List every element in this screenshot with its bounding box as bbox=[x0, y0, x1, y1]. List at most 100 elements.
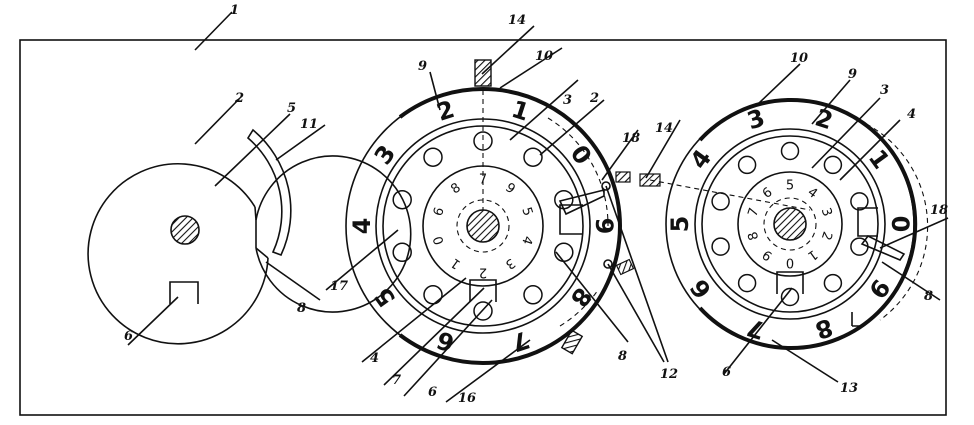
transfer-pin-upper bbox=[601, 181, 611, 191]
wheel-c-digit-ring-inner bbox=[694, 128, 886, 320]
disk-a-outer-rim bbox=[87, 162, 269, 345]
wheel-b-leaders: 9 10 14 3 2 18 17 4 7 6 16 8 bbox=[325, 13, 640, 406]
leader-3b bbox=[509, 79, 579, 141]
label-8b: 8 bbox=[618, 349, 627, 364]
wheel-c-outer-digit-7: 5 bbox=[666, 216, 694, 233]
wheel-b-key-notch bbox=[469, 279, 497, 302]
wheel-b-inner-digit-8: 8 bbox=[448, 180, 464, 197]
wheel-b-inner-digit-6: 0 bbox=[431, 234, 448, 247]
leader-17 bbox=[325, 229, 399, 291]
wheel-c-leaders: 10 9 3 4 18 8 13 6 bbox=[722, 51, 949, 396]
wheel-b-inner-digit-1: 5 bbox=[518, 206, 535, 219]
label-6b: 6 bbox=[428, 385, 437, 400]
disk-a-shaft bbox=[170, 215, 200, 245]
spring-strip-11 bbox=[246, 128, 292, 257]
leader-1 bbox=[194, 11, 233, 51]
transfer-block-upper bbox=[615, 171, 631, 183]
label-10c: 10 bbox=[790, 51, 808, 66]
transfer-pin-lower bbox=[603, 259, 613, 269]
label-1: 1 bbox=[230, 3, 239, 18]
transfer-linkage: 12 14 bbox=[601, 119, 811, 382]
wheel-c-slot-right bbox=[857, 207, 878, 237]
leader-18b bbox=[601, 129, 639, 181]
wheel-b-arc-dash bbox=[547, 117, 609, 227]
label-16: 16 bbox=[458, 391, 476, 406]
wheel-c-hub-dash bbox=[763, 197, 817, 251]
wheel-a-leaders: 2 5 11 6 8 bbox=[124, 91, 326, 346]
wheel-b-hole-5 bbox=[423, 285, 443, 305]
wheel-c-key-notch bbox=[776, 271, 804, 294]
wheel-c-inner-digit-2: 2 bbox=[818, 229, 835, 242]
leader-9b bbox=[429, 71, 441, 111]
leader-13 bbox=[771, 339, 839, 383]
leader-8a bbox=[265, 261, 321, 301]
wheel-b-inner-digit-3: 3 bbox=[502, 255, 518, 272]
label-10b: 10 bbox=[535, 49, 553, 64]
label-11: 11 bbox=[300, 117, 318, 132]
disk-a-slot-top bbox=[254, 206, 257, 221]
disk-a-inner-rim bbox=[255, 155, 412, 313]
wheel-c-inner-digit-3: 1 bbox=[805, 246, 821, 263]
label-9c: 9 bbox=[848, 67, 857, 82]
label-14c: 14 bbox=[655, 121, 673, 136]
wheel-b-inner-digit-2: 4 bbox=[518, 234, 535, 247]
label-2a: 2 bbox=[234, 91, 244, 106]
wheel-b-pin-bottom bbox=[560, 329, 584, 355]
label-3b: 3 bbox=[563, 93, 572, 108]
wheel-c-outer-ring-thick bbox=[698, 98, 918, 350]
wheel-c-inner-disk bbox=[701, 135, 879, 313]
base-plate-frame bbox=[19, 39, 947, 416]
wheel-c-outer-digit-9: 3 bbox=[744, 104, 769, 136]
wheel-c-inner-digit-7: 7 bbox=[745, 206, 762, 219]
label-6a: 6 bbox=[124, 329, 133, 344]
leader-3c bbox=[811, 97, 881, 169]
wheel-c-inner-digit-4: 0 bbox=[786, 255, 794, 270]
label-6c: 6 bbox=[722, 365, 731, 380]
wheel-b-arc-dash-2 bbox=[559, 289, 599, 327]
leader-7 bbox=[383, 287, 485, 386]
wheel-b-inner-digit-4: 2 bbox=[479, 265, 487, 280]
label-9b: 9 bbox=[418, 59, 427, 74]
transfer-block-lower bbox=[615, 258, 635, 276]
wheel-c-outer-digit-5: 7 bbox=[744, 313, 769, 345]
leader-2a bbox=[194, 97, 241, 145]
disk-a-key-notch bbox=[169, 281, 199, 304]
label-8c: 8 bbox=[924, 289, 933, 304]
wheel-c-inner-digit-6: 8 bbox=[745, 229, 762, 242]
label-2b: 2 bbox=[589, 91, 599, 106]
label-5: 5 bbox=[287, 101, 296, 116]
wheel-c-inner-digit-9: 5 bbox=[786, 179, 794, 194]
disk-a bbox=[87, 128, 412, 345]
label-13: 13 bbox=[840, 381, 858, 396]
wheel-b-hole-0 bbox=[523, 147, 543, 167]
wheel-c-hole-1 bbox=[850, 192, 869, 211]
leader-10b bbox=[499, 47, 563, 89]
wheel-c-inner-digit-5: 9 bbox=[760, 246, 776, 263]
leader-9c bbox=[811, 79, 851, 125]
wheel-b-hole-7 bbox=[392, 189, 412, 210]
wheel-c-inner-digit-8: 6 bbox=[760, 185, 776, 202]
wheel-c-hole-4 bbox=[780, 287, 800, 307]
leader-12a bbox=[605, 185, 669, 363]
leader-4c bbox=[839, 119, 901, 181]
wheel-c-hole-5 bbox=[737, 273, 757, 293]
wheel-c-hole-9 bbox=[780, 141, 800, 161]
wheel-b-hole-2 bbox=[554, 242, 574, 263]
wheel-b-hole-8 bbox=[423, 147, 443, 167]
wheel-b-slot-right bbox=[559, 204, 583, 235]
leader-5 bbox=[214, 113, 291, 187]
wheel-c-hole-7 bbox=[711, 192, 730, 211]
disk-a-slot-bottom bbox=[255, 247, 269, 259]
label-14b: 14 bbox=[508, 13, 526, 28]
transfer-dash-line bbox=[649, 179, 811, 211]
leader-12b bbox=[607, 263, 665, 363]
wheel-c-shaft bbox=[773, 207, 807, 241]
leader-2b bbox=[539, 99, 605, 156]
label-4b: 4 bbox=[370, 351, 379, 366]
label-7: 7 bbox=[392, 373, 401, 388]
wheel-c-hole-6 bbox=[711, 237, 730, 256]
wheel-b-outer-digit-0: 1 bbox=[508, 95, 533, 127]
leader-16 bbox=[445, 339, 531, 403]
wheel-c-hole-8 bbox=[737, 155, 757, 175]
